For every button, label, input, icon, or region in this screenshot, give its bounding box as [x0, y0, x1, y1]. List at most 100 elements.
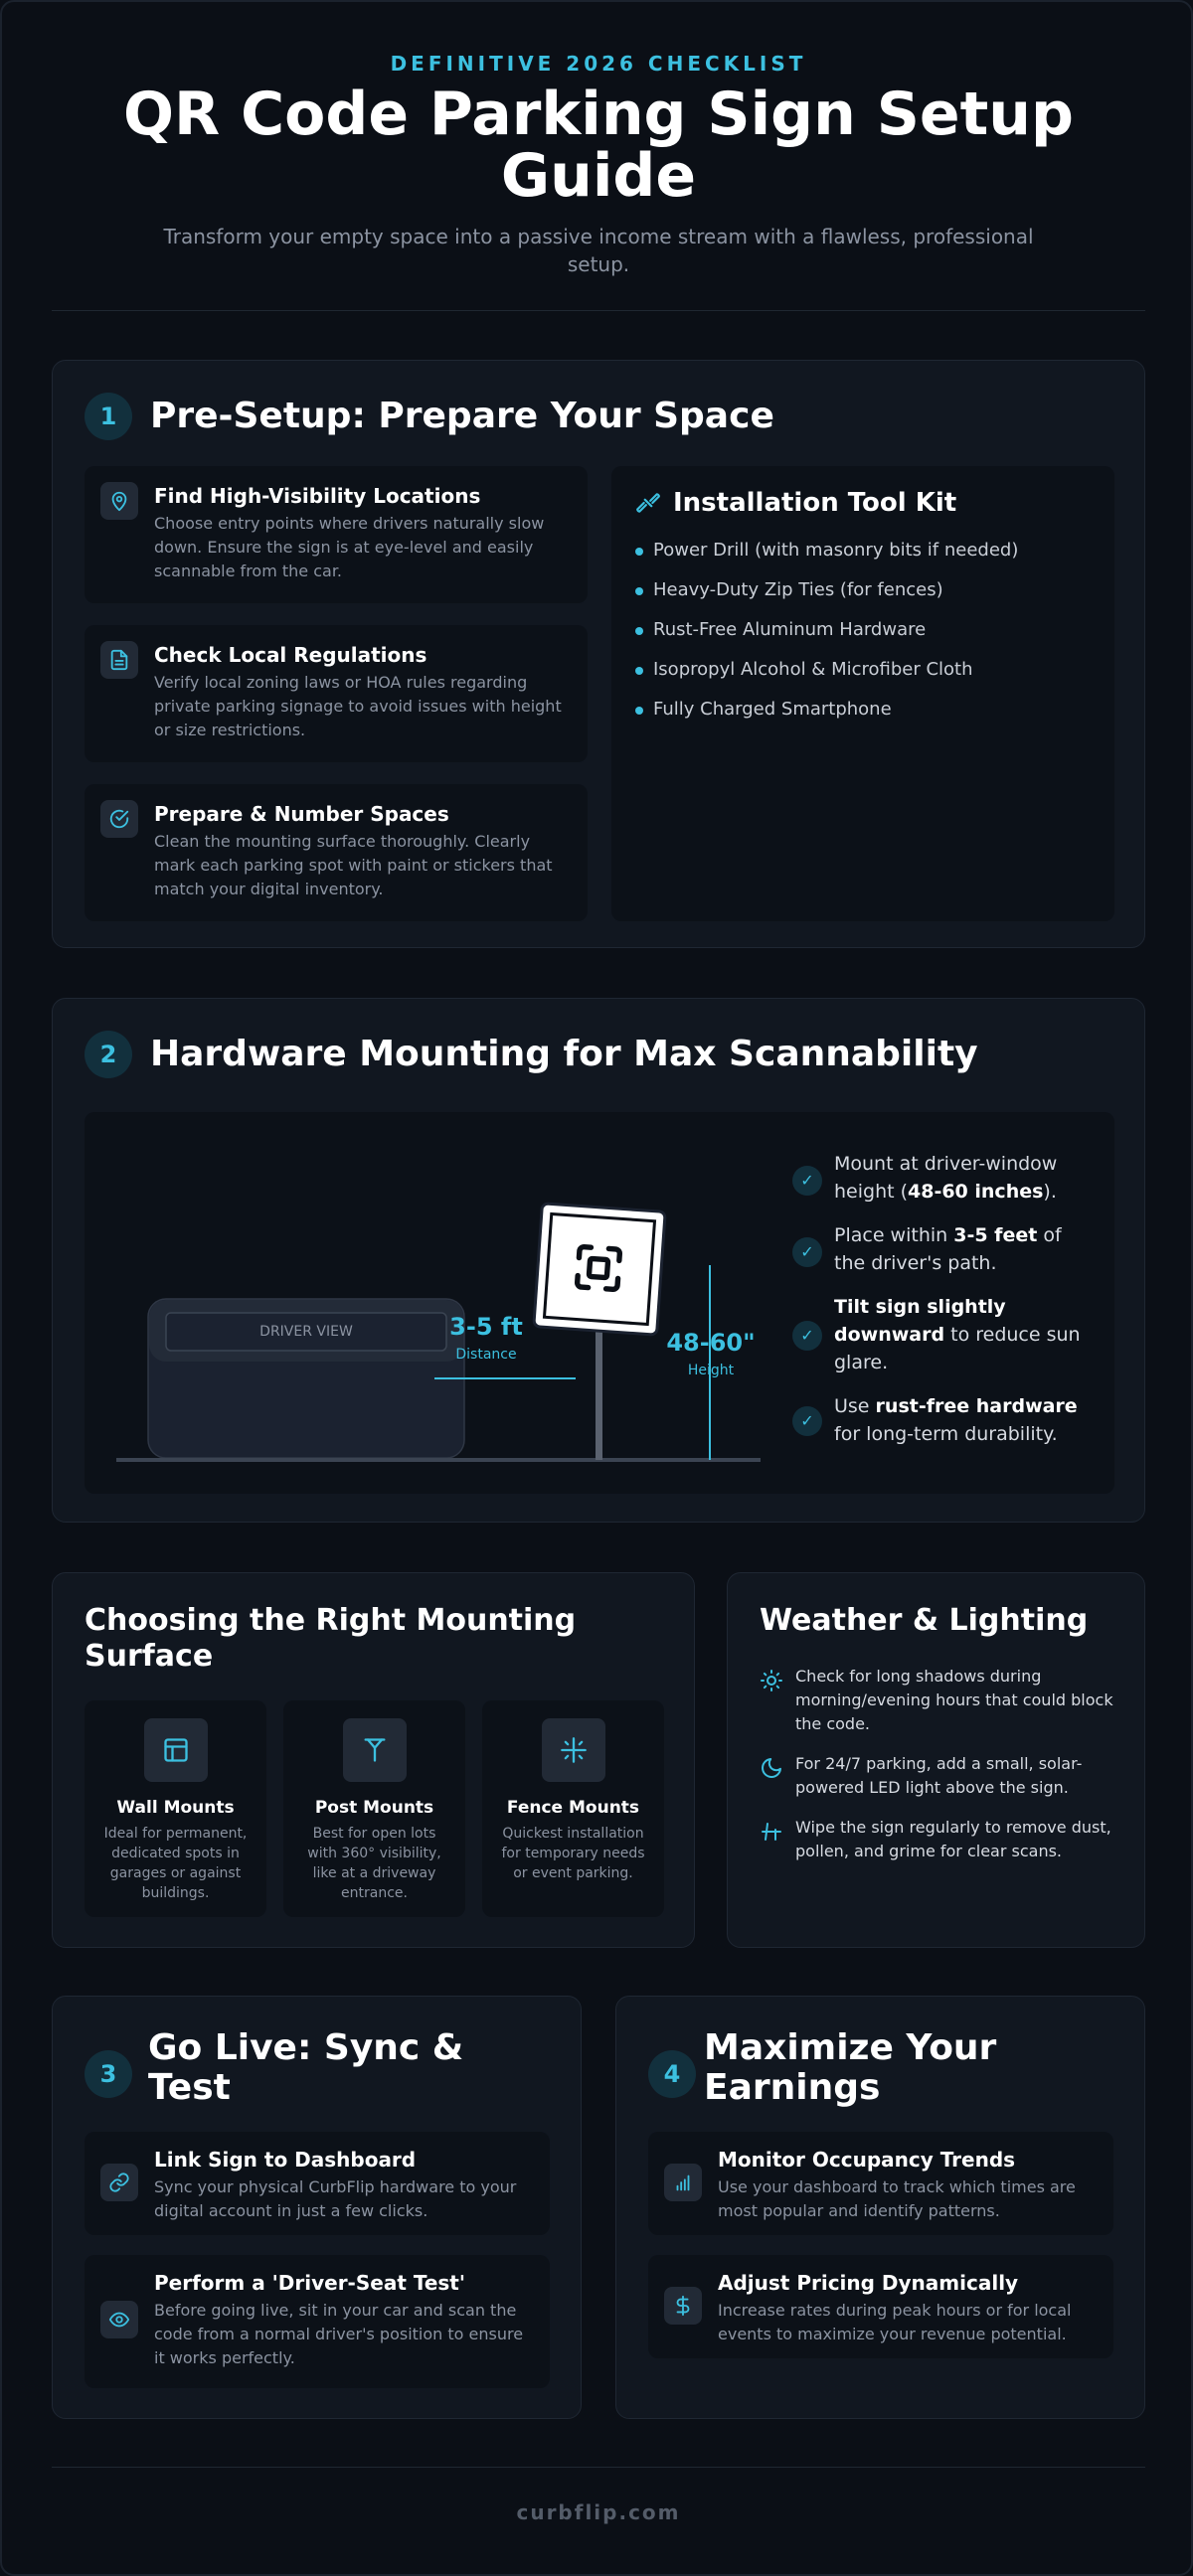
bullet — [635, 627, 643, 635]
fence-icon — [542, 1718, 605, 1782]
section-title: Maximize Your Earnings — [704, 2027, 997, 2108]
weather-tip: Wipe the sign regularly to remove dust, … — [795, 1818, 1111, 1860]
post-icon — [343, 1718, 407, 1782]
height-value: 48-60" — [666, 1329, 756, 1357]
section-number-badge: 3 — [85, 2050, 132, 2098]
mount-option-post: Post Mounts Best for open lots with 360°… — [283, 1700, 465, 1917]
item-description: Verify local zoning laws or HOA rules re… — [154, 673, 562, 739]
item-description: Increase rates during peak hours or for … — [718, 2301, 1072, 2343]
sun-icon — [761, 1670, 782, 1691]
mount-title: Post Mounts — [314, 1798, 434, 1818]
tools-icon — [636, 493, 660, 513]
bar-chart-icon — [664, 2164, 702, 2201]
wipe-icon — [762, 1823, 781, 1841]
section-title: Pre-Setup: Prepare Your Space — [150, 396, 774, 436]
moon-icon — [762, 1758, 781, 1778]
distance-value: 3-5 ft — [449, 1313, 523, 1341]
mount-description: Quickest installation for temporary need… — [501, 1826, 645, 1881]
bullet — [635, 548, 643, 556]
mounting-diagram — [116, 1202, 761, 1462]
mount-title: Wall Mounts — [116, 1798, 235, 1818]
page-subtitle: Transform your empty space into a passiv… — [163, 225, 1034, 276]
check-icon: ✓ — [792, 1406, 822, 1436]
list-item: Link Sign to Dashboard Sync your physica… — [85, 2132, 550, 2235]
bullet — [635, 667, 643, 675]
mount-description: Best for open lots with 360° visibility,… — [307, 1826, 441, 1901]
item-description: Before going live, sit in your car and s… — [154, 2301, 524, 2367]
qr-scan-icon — [575, 1244, 622, 1292]
list-item: Monitor Occupancy Trends Use your dashbo… — [648, 2132, 1113, 2235]
toolkit-item: Isopropyl Alcohol & Microfiber Cloth — [653, 659, 973, 680]
list-item: Check Local Regulations Verify local zon… — [85, 625, 588, 762]
link-icon — [100, 2164, 138, 2201]
section-title: Hardware Mounting for Max Scannability — [150, 1034, 978, 1074]
mount-description: Ideal for permanent, dedicated spots in … — [103, 1826, 248, 1901]
page-title: QR Code Parking Sign Setup Guide — [123, 80, 1074, 211]
distance-label: Distance — [455, 1347, 517, 1363]
section-number-badge: 1 — [85, 393, 132, 440]
mounting-tip: Use rust-free hardware for long-term dur… — [834, 1395, 1078, 1445]
list-item: Perform a 'Driver-Seat Test' Before goin… — [85, 2255, 550, 2388]
section-hardware-mounting: 2 Hardware Mounting for Max Scannability… — [52, 998, 1145, 1523]
weather-tip: For 24/7 parking, add a small, solar-pow… — [795, 1754, 1083, 1797]
card-title: Choosing the Right Mounting Surface — [85, 1603, 577, 1674]
bullet — [635, 587, 643, 595]
item-title: Perform a 'Driver-Seat Test' — [154, 2271, 465, 2295]
driver-view-label: DRIVER VIEW — [259, 1324, 353, 1340]
weather-lighting-card: Weather & Lighting Check for long shadow… — [727, 1572, 1145, 1948]
section-maximize-earnings: 4 Maximize Your Earnings Monitor Occupan… — [615, 1996, 1145, 2419]
item-description: Choose entry points where drivers natura… — [154, 514, 545, 580]
item-title: Monitor Occupancy Trends — [718, 2148, 1016, 2172]
eye-icon — [100, 2301, 138, 2338]
section-number-badge: 4 — [648, 2050, 696, 2098]
item-title: Prepare & Number Spaces — [154, 802, 449, 826]
driver-view-window — [165, 1312, 447, 1352]
sign-post — [596, 1321, 602, 1460]
item-title: Check Local Regulations — [154, 643, 427, 667]
item-description: Clean the mounting surface thoroughly. C… — [154, 832, 553, 898]
list-item: Adjust Pricing Dynamically Increase rate… — [648, 2255, 1113, 2358]
qr-sign-board — [532, 1202, 667, 1337]
toolkit-item: Heavy-Duty Zip Ties (for fences) — [653, 579, 943, 600]
mounting-tip: Place within 3-5 feet of the driver's pa… — [834, 1224, 1062, 1274]
mounting-surface-card: Choosing the Right Mounting Surface Wall… — [52, 1572, 695, 1948]
toolkit-item: Power Drill (with masonry bits if needed… — [653, 540, 1019, 561]
section-pre-setup: 1 Pre-Setup: Prepare Your Space Find Hig… — [52, 360, 1145, 948]
toolkit-item: Rust-Free Aluminum Hardware — [653, 619, 927, 640]
section-title: Go Live: Sync & Test — [148, 2027, 464, 2108]
section-number-badge: 2 — [85, 1031, 132, 1078]
wall-icon — [144, 1718, 208, 1782]
check-icon: ✓ — [792, 1166, 822, 1196]
mount-option-fence: Fence Mounts Quickest installation for t… — [482, 1700, 664, 1917]
map-pin-icon — [100, 482, 138, 520]
toolkit-title: Installation Tool Kit — [673, 488, 957, 518]
check-circle-icon — [100, 800, 138, 838]
item-title: Adjust Pricing Dynamically — [718, 2271, 1019, 2295]
document-icon — [100, 641, 138, 679]
header-eyebrow: DEFINITIVE 2026 CHECKLIST — [390, 52, 807, 76]
toolkit-item: Fully Charged Smartphone — [653, 699, 892, 720]
mounting-tip: Tilt sign slightly downward to reduce su… — [834, 1296, 1081, 1373]
dollar-icon — [664, 2287, 702, 2325]
section-go-live: 3 Go Live: Sync & Test Link Sign to Dash… — [52, 1996, 582, 2419]
mount-title: Fence Mounts — [506, 1798, 640, 1818]
mount-option-wall: Wall Mounts Ideal for permanent, dedicat… — [85, 1700, 266, 1917]
toolkit-card: Installation Tool Kit Power Drill (with … — [611, 466, 1114, 921]
height-label: Height — [687, 1363, 735, 1378]
list-item: Prepare & Number Spaces Clean the mounti… — [85, 784, 588, 921]
item-description: Sync your physical CurbFlip hardware to … — [154, 2177, 517, 2220]
footer-domain[interactable]: curbflip.com — [516, 2500, 681, 2524]
mounting-tip: Mount at driver-window height (48-60 inc… — [834, 1153, 1058, 1203]
item-title: Find High-Visibility Locations — [154, 484, 481, 508]
card-title: Weather & Lighting — [760, 1603, 1089, 1638]
weather-tip: Check for long shadows during morning/ev… — [795, 1667, 1113, 1733]
item-description: Use your dashboard to track which times … — [718, 2177, 1076, 2220]
header-divider — [52, 310, 1145, 311]
list-item: Find High-Visibility Locations Choose en… — [85, 466, 588, 603]
bullet — [635, 707, 643, 715]
check-icon: ✓ — [792, 1321, 822, 1351]
check-icon: ✓ — [792, 1237, 822, 1267]
item-title: Link Sign to Dashboard — [154, 2148, 417, 2172]
mounting-diagram-panel: DRIVER VIEW 3-5 ft Distance 48-60" Heigh… — [85, 1112, 1114, 1494]
